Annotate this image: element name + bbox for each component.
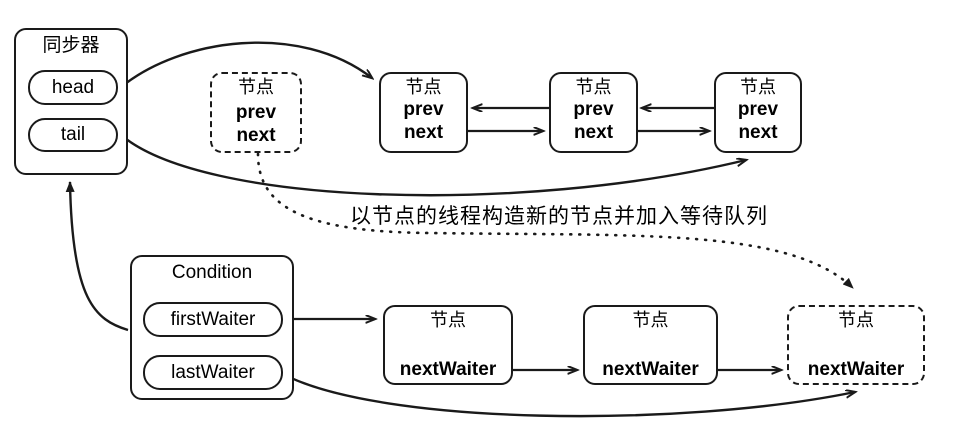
condition-field-firstwaiter-label: firstWaiter [170, 308, 256, 330]
waiter-node-1[interactable] [383, 305, 513, 385]
queue-node-3[interactable] [714, 72, 802, 153]
queue-node-2-next: next [573, 122, 614, 143]
sync-field-head-label: head [51, 76, 95, 98]
condition-field-lastwaiter-label: lastWaiter [171, 361, 255, 383]
queue-node-1[interactable] [379, 72, 468, 153]
waiter-node-1-nextwaiter: nextWaiter [399, 359, 497, 380]
queue-node-0[interactable] [210, 72, 302, 153]
sync-field-head[interactable]: head [28, 70, 118, 105]
waiter-node-2-nextwaiter: nextWaiter [602, 359, 699, 380]
queue-node-1-title: 节点 [405, 77, 442, 98]
condition-field-lastwaiter[interactable]: lastWaiter [143, 355, 283, 390]
sync-field-tail[interactable]: tail [28, 118, 118, 152]
sync-box-title: 同步器 [42, 34, 100, 56]
queue-node-3-title: 节点 [740, 77, 776, 98]
waiter-node-2[interactable] [583, 305, 718, 385]
sync-field-tail-label: tail [60, 124, 86, 145]
queue-node-0-next: next [236, 125, 276, 146]
edge-lastwaiter-to-waiter3 [282, 372, 855, 418]
condition-box-title: Condition [171, 262, 253, 283]
queue-node-2[interactable] [549, 72, 638, 153]
queue-node-0-title: 节点 [238, 77, 274, 98]
queue-node-3-next: next [738, 122, 778, 143]
waiter-node-3-title: 节点 [838, 310, 874, 331]
queue-node-3-prev: prev [737, 99, 779, 120]
edge-condition-to-sync [65, 181, 129, 332]
waiter-node-1-title: 节点 [430, 310, 466, 331]
waiter-node-3-nextwaiter: nextWaiter [807, 359, 905, 380]
queue-node-1-next: next [403, 122, 444, 143]
caption-text: 以节点的线程构造新的节点并加入等待队列 [350, 204, 768, 228]
waiter-node-3[interactable] [787, 305, 925, 385]
condition-field-firstwaiter[interactable]: firstWaiter [143, 302, 283, 337]
waiter-node-2-title: 节点 [632, 310, 669, 331]
queue-node-2-prev: prev [573, 99, 614, 120]
queue-node-1-prev: prev [403, 99, 444, 120]
queue-node-0-prev: prev [235, 102, 277, 123]
queue-node-2-title: 节点 [575, 77, 612, 98]
